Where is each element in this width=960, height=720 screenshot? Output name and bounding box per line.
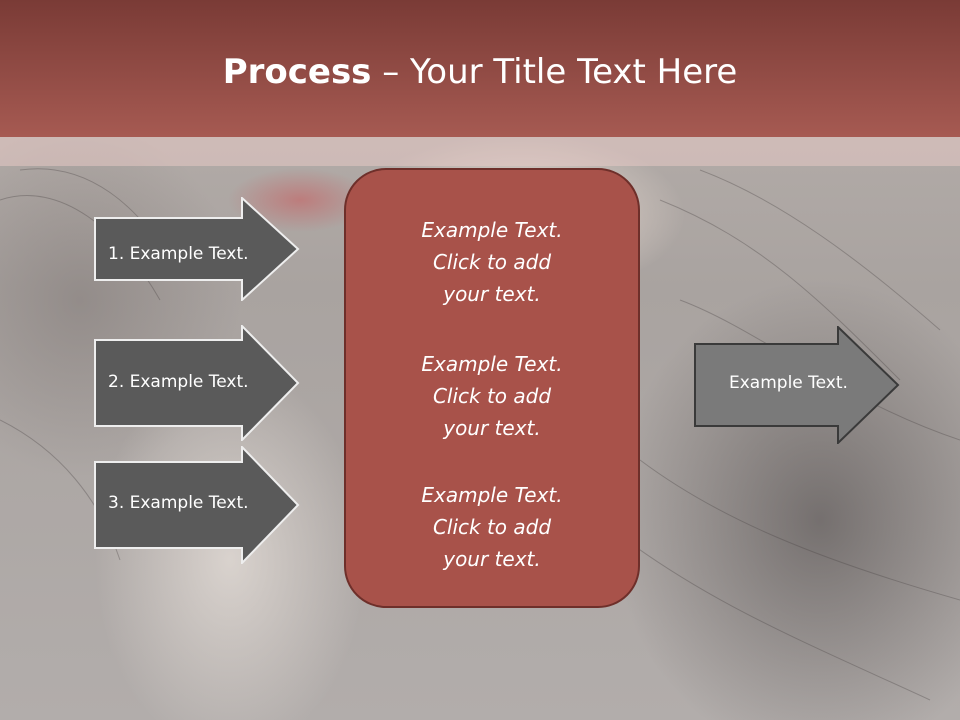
- left-arrow-2[interactable]: [94, 325, 300, 441]
- slide-title-bold: Process: [222, 52, 372, 92]
- left-arrow-3-label: 3. Example Text.: [108, 493, 249, 513]
- left-arrow-1[interactable]: [94, 197, 300, 301]
- right-arrow[interactable]: [694, 326, 900, 444]
- left-arrow-1-label: 1. Example Text.: [108, 244, 249, 264]
- slide-title[interactable]: Process – Your Title Text Here: [0, 52, 960, 92]
- left-arrow-2-label: 2. Example Text.: [108, 372, 249, 392]
- title-band-fade: [0, 137, 960, 166]
- center-text-item-1: Example Text. Click to add your text.: [421, 218, 563, 306]
- center-text-item-3: Example Text. Click to add your text.: [421, 483, 563, 571]
- slide-title-rest: – Your Title Text Here: [371, 52, 738, 92]
- center-text-item-2: Example Text. Click to add your text.: [421, 352, 563, 440]
- left-arrow-3[interactable]: [94, 446, 300, 564]
- title-band: [0, 0, 960, 137]
- right-arrow-label: Example Text.: [729, 373, 848, 393]
- center-text-box[interactable]: Example Text. Click to add your text. Ex…: [344, 168, 640, 608]
